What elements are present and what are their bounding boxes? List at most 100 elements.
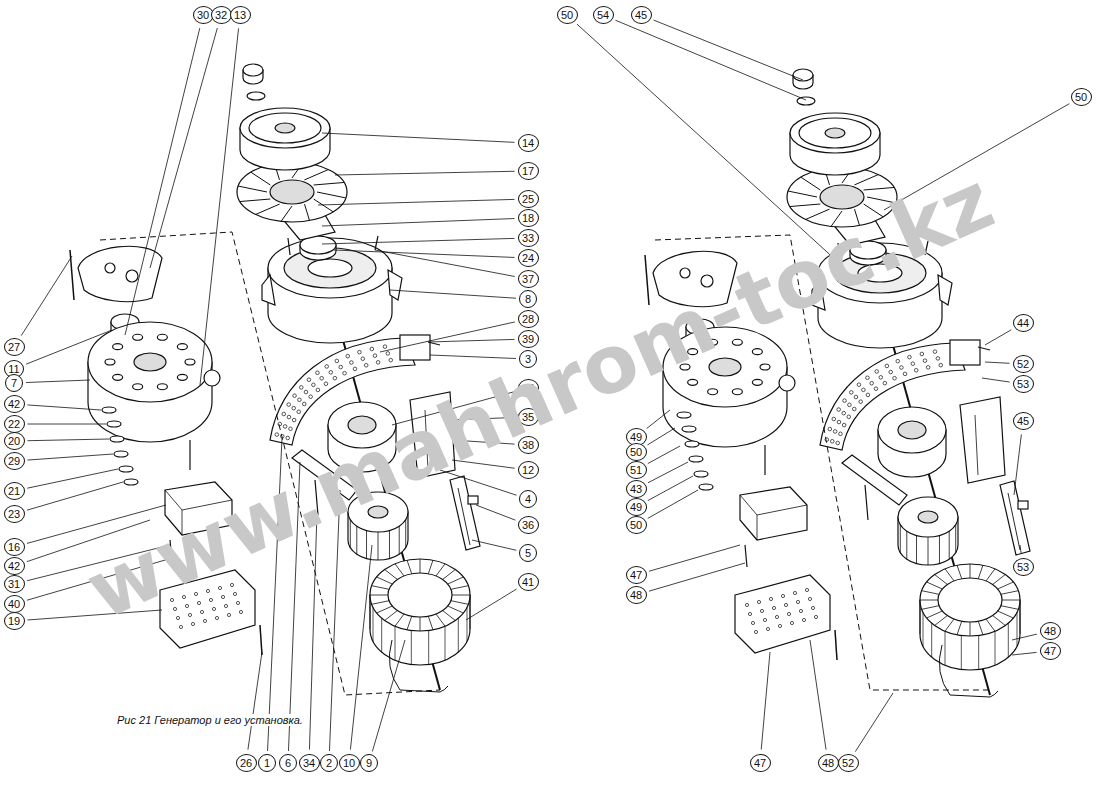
stator-slot [451,601,468,605]
band-hole [908,355,912,359]
callout-number: 31 [4,575,25,593]
screw [189,440,190,470]
leader-line [322,238,515,244]
fan [237,162,347,222]
rear-shield [735,575,830,653]
fan-blade [314,182,344,185]
leader-line [647,428,675,445]
bolt [375,236,378,250]
cover-hole [113,344,123,350]
shield-hole [239,610,242,613]
callout-number: 29 [4,452,25,470]
band-hole [283,425,287,429]
callout-number: 48 [626,586,647,604]
stator-slot [935,575,948,585]
fan-blade [314,199,334,212]
band-hole [370,347,374,351]
stator-slot [957,565,962,579]
leader-line [372,640,405,751]
band-hole [939,363,943,367]
band-hole [848,403,852,407]
bolt [288,238,290,255]
bracket-edge [975,415,978,475]
stator-slot [385,570,398,580]
callout-number: 40 [4,595,25,613]
rotor-claw [378,532,379,560]
stator-slot [395,564,404,576]
band-hole [329,371,333,375]
band-hole [282,412,286,416]
cover-ear [779,375,795,391]
pulley-hub [275,123,295,133]
brush-plate [78,246,162,301]
stator-winding [945,631,946,665]
callout-number: 42 [4,557,25,575]
stator-bore [388,573,452,617]
pulley [790,113,880,153]
band-hole [839,432,843,436]
plate-hole [105,263,115,273]
leader-line [350,545,372,750]
band-hole [353,367,357,371]
nut [243,64,263,76]
leader-lines [21,20,1069,752]
band-hole [885,364,889,368]
callout-number: 41 [518,573,539,591]
leader-line [27,482,123,510]
band-hole [350,361,354,365]
callout-number: 50 [626,443,647,461]
band-hole [361,357,365,361]
bolt [428,342,440,345]
band-hole [842,423,846,427]
adjust-arm [842,455,907,505]
shield-hole [212,607,215,610]
screw [745,545,747,567]
bolt [865,485,868,520]
stator-slot [957,621,962,635]
housing-bore [308,259,352,277]
band-hole [298,398,302,402]
leader-line [810,640,826,750]
stator-slot [970,622,971,636]
band-hole [292,406,296,410]
band-hole [843,399,847,403]
rotor-claw [949,531,950,559]
plate-hole [126,270,138,282]
cover-ear [204,370,220,386]
band-hole [830,439,834,443]
band-clamp [950,340,980,365]
leader-line [26,330,112,364]
stator-winding [978,635,979,669]
callout-number: 50 [557,6,578,24]
band-hole [920,352,924,356]
leader-line [654,20,803,80]
leader-line [647,410,670,429]
stator-slot [927,611,943,618]
screw [260,625,262,655]
fan-blade [240,199,270,202]
stator-winding [373,607,374,641]
cover-hole [133,384,143,390]
shield-hole [781,594,784,597]
stator-winding [445,626,446,660]
stator-winding [961,635,962,669]
callout-number: 27 [4,338,25,356]
band-hole [333,376,337,380]
stator-slot [970,564,971,578]
leader-line [318,199,515,205]
leader-line [334,250,515,257]
shield-hole [784,603,787,606]
leader-line [649,563,745,591]
fan-blade [790,204,820,207]
stator-winding [470,595,471,629]
stator-slot [986,569,995,581]
shield-hole [805,588,808,591]
band-hole [275,433,279,437]
band-hole [879,376,883,380]
leader-line [648,446,680,464]
stator-slot [436,564,445,576]
shield-hole [772,606,775,609]
band-hole [889,370,893,374]
washer [119,466,133,472]
leader-line [615,20,806,100]
